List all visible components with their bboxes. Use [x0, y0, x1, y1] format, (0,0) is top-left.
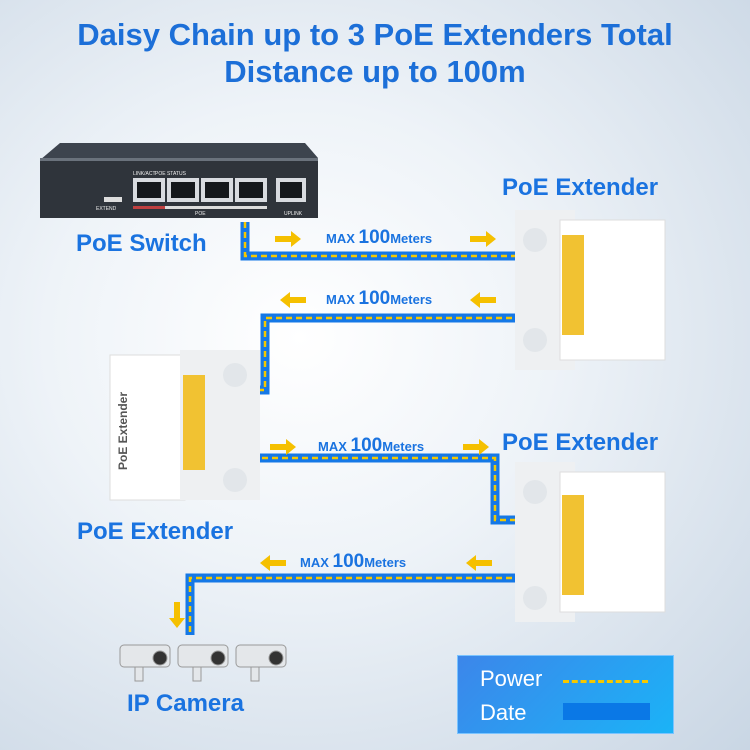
poe-status-label: POE STATUS	[155, 171, 187, 177]
legend-data-label: Date	[480, 700, 527, 725]
poe-switch: LINK/ACT POE STATUS EXTEND POE UPLINK	[40, 143, 318, 218]
legend-power-label: Power	[480, 666, 543, 691]
data-line-swatch	[563, 703, 650, 720]
extender-1	[515, 210, 666, 370]
segment-1-distance: MAX 100Meters	[326, 227, 433, 248]
power-line-swatch	[563, 680, 648, 683]
ip-camera-label: IP Camera	[127, 690, 244, 717]
extender-3-label: PoE Extender	[502, 429, 659, 456]
arrows	[169, 231, 496, 628]
poe-label: POE	[195, 211, 206, 217]
legend: Power Date	[457, 655, 674, 734]
extender-body-text: PoE Extender	[116, 392, 130, 470]
link-act-label: LINK/ACT	[133, 171, 156, 177]
extender-3	[515, 462, 666, 622]
extender-2: PoE Extender	[109, 350, 260, 501]
extender-2-label: PoE Extender	[77, 518, 234, 545]
poe-switch-label: PoE Switch	[76, 230, 207, 257]
segment-3-distance: MAX 100Meters	[318, 435, 425, 456]
extender-1-label: PoE Extender	[502, 174, 659, 201]
extend-label: EXTEND	[96, 206, 117, 212]
segment-4-distance: MAX 100Meters	[300, 551, 407, 572]
uplink-label: UPLINK	[284, 211, 303, 217]
ip-cameras	[119, 644, 287, 682]
segment-2-distance: MAX 100Meters	[326, 288, 433, 309]
